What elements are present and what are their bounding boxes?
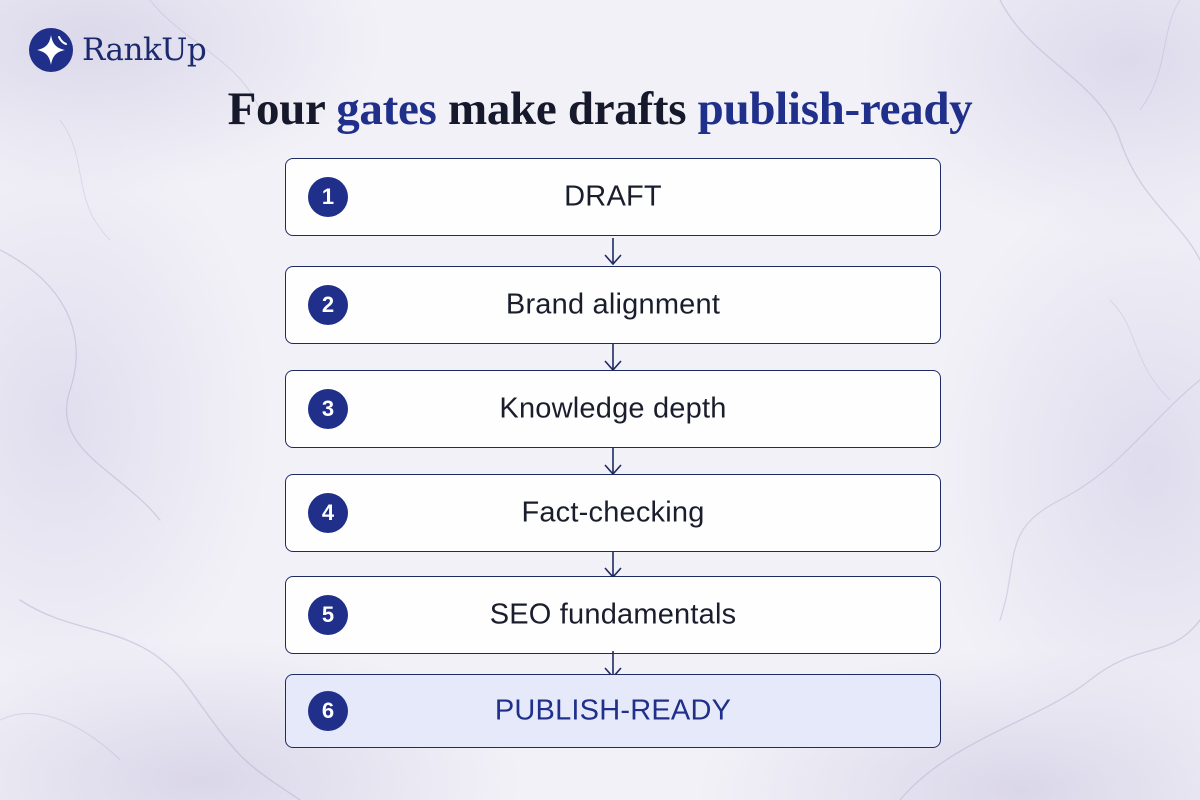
step-label: PUBLISH-READY [494,694,732,727]
title-part-1: Four [227,83,337,135]
step-number-badge: 5 [308,595,348,635]
step-label: Knowledge depth [499,392,727,425]
down-arrow-icon [604,344,622,372]
step-label: SEO fundamentals [489,598,737,631]
page-title: Four gates make drafts publish-ready [0,82,1200,136]
star-in-circle-icon [29,28,73,72]
step-seo-fundamentals: 5 SEO fundamentals [285,576,941,654]
title-part-2: make drafts [436,83,698,135]
brand-logo[interactable]: RankUp [28,24,207,76]
step-number-badge: 3 [308,389,348,429]
step-fact-checking: 4 Fact-checking [285,474,941,552]
step-number-badge: 4 [308,493,348,533]
step-label: Fact-checking [521,496,705,529]
step-number-badge: 2 [308,285,348,325]
down-arrow-icon [604,238,622,266]
step-knowledge-depth: 3 Knowledge depth [285,370,941,448]
step-brand-alignment: 2 Brand alignment [285,266,941,344]
title-accent-1: gates [336,83,437,135]
step-draft: 1 DRAFT [285,158,941,236]
brand-name: RankUp [82,32,207,68]
step-label: DRAFT [564,180,662,213]
step-number-badge: 6 [308,691,348,731]
step-number-badge: 1 [308,177,348,217]
step-publish-ready: 6 PUBLISH-READY [285,674,941,748]
step-label: Brand alignment [505,288,721,321]
title-accent-2: publish-ready [697,83,973,135]
down-arrow-icon [604,551,622,579]
down-arrow-icon [604,448,622,476]
